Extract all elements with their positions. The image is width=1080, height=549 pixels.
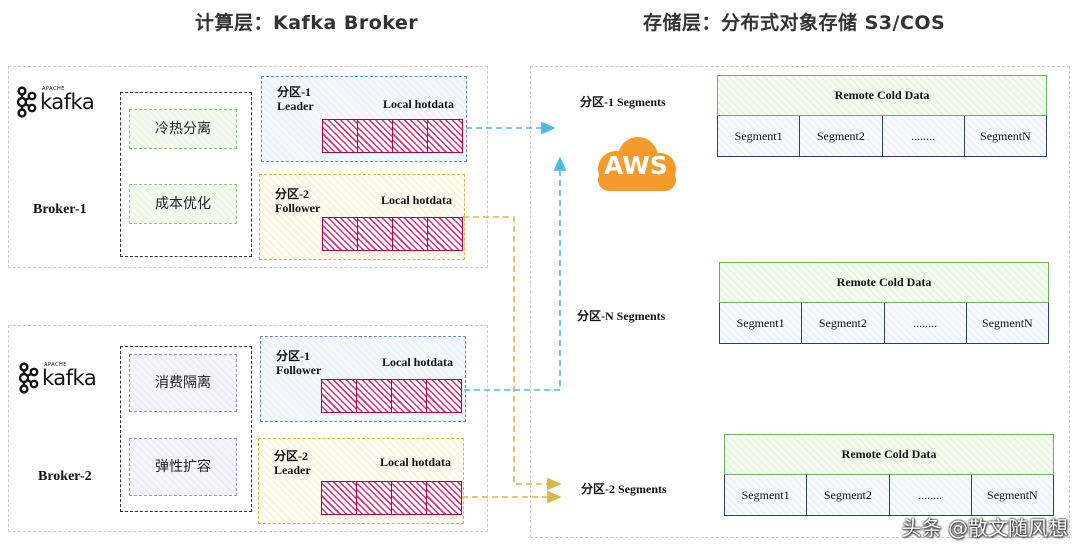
broker-2-panel xyxy=(8,325,488,532)
policy-hot-cold-separation: 冷热分离 xyxy=(129,109,237,149)
segment-cell: ........ xyxy=(889,475,972,515)
segment-cell: SegmentN xyxy=(971,475,1053,515)
hotdata-segments xyxy=(322,217,463,251)
kafka-icon xyxy=(18,362,39,394)
segment-cell: Segment2 xyxy=(802,303,885,343)
policy-consumer-isolation: 消费隔离 xyxy=(129,354,237,412)
segment-cell: Segment1 xyxy=(720,303,803,343)
broker-1-policy-group xyxy=(120,92,252,257)
hotdata-segments xyxy=(321,379,462,413)
remote-cold-data-p2: Remote Cold Data Segment1 Segment2 .....… xyxy=(724,434,1054,516)
compute-layer-title: 计算层：Kafka Broker xyxy=(195,12,419,34)
segment-cell: Segment2 xyxy=(800,116,883,156)
aws-cloud-icon xyxy=(598,137,676,191)
segment-cell: Segment2 xyxy=(807,475,890,515)
policy-elastic-scaling: 弹性扩容 xyxy=(129,438,237,496)
remote-cold-data-pn: Remote Cold Data Segment1 Segment2 .....… xyxy=(719,262,1049,344)
segments-label-pn: 分区-N Segments xyxy=(577,309,666,323)
hotdata-segments xyxy=(321,481,462,515)
aws-label: AWS xyxy=(604,151,668,180)
segments-label-p2: 分区-2 Segments xyxy=(581,482,667,496)
hotdata-segments xyxy=(322,119,463,153)
arrow-b1-p2-to-remote xyxy=(463,216,562,491)
segment-cell: ........ xyxy=(882,116,965,156)
broker-2-policy-group xyxy=(120,346,252,512)
segment-cell: SegmentN xyxy=(966,303,1048,343)
segment-cell: ........ xyxy=(884,303,967,343)
watermark: 头条 @散文随风想 xyxy=(901,516,1068,540)
segment-cell: SegmentN xyxy=(964,116,1046,156)
broker-1-label: Broker-1 xyxy=(33,202,87,217)
remote-cold-data-p1: Remote Cold Data Segment1 Segment2 .....… xyxy=(717,75,1047,157)
broker-1-panel xyxy=(8,66,488,268)
policy-cost-optimization: 成本优化 xyxy=(129,184,237,224)
segments-label-p1: 分区-1 Segments xyxy=(580,95,666,109)
broker-2-label: Broker-2 xyxy=(38,469,92,484)
arrow-b2-p1-to-remote xyxy=(464,156,567,391)
storage-panel xyxy=(530,66,1070,538)
kafka-icon xyxy=(16,86,37,118)
segment-cell: Segment1 xyxy=(725,475,808,515)
storage-layer-title: 存储层：分布式对象存储 S3/COS xyxy=(643,12,946,34)
segment-cell: Segment1 xyxy=(718,116,801,156)
